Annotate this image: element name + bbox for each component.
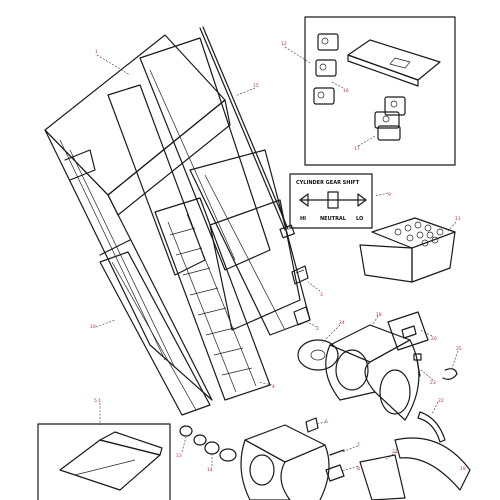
lower-housing (240, 424, 330, 500)
callout-16: 16 (343, 88, 349, 94)
bolt-23 (413, 353, 422, 377)
decal-hi: HI (300, 216, 306, 222)
part-8 (325, 464, 345, 482)
decal-title: CYLINDER GEAR SHIFT (296, 180, 360, 186)
callout-10: 10 (90, 324, 96, 330)
callout-20: 20 (431, 336, 437, 342)
callout-3: 3 (320, 292, 323, 298)
callout-21: 21 (392, 449, 398, 455)
outer-trough-panel (44, 34, 231, 401)
callout-8: 8 (357, 466, 360, 472)
gear-shift-decal: CYLINDER GEAR SHIFT HI NEUTRAL LO (289, 173, 373, 229)
callout-11: 11 (455, 216, 461, 222)
leader-lines (95, 46, 459, 472)
callout-22: 22 (438, 398, 444, 404)
callout-25: 25 (456, 346, 462, 352)
callout-5-1: 5.1 (94, 398, 101, 404)
part-6 (305, 417, 319, 433)
callout-12: 12 (281, 41, 287, 47)
band-22 (417, 411, 446, 443)
callout-9: 9 (388, 192, 391, 198)
callout-2: 2 (316, 326, 319, 332)
callout-15: 15 (253, 83, 259, 89)
chute-19 (394, 437, 471, 491)
callout-23: 23 (430, 380, 436, 386)
callout-1: 1 (95, 49, 98, 55)
callout-17: 17 (354, 146, 360, 152)
small-bracket-3 (291, 265, 309, 285)
ladder-floor (154, 197, 271, 401)
decal-neutral: NEUTRAL (320, 216, 347, 222)
drum-housing-18 (325, 324, 420, 421)
part-7 (329, 449, 345, 456)
callout-18: 18 (376, 312, 382, 318)
plate-20 (387, 311, 429, 351)
lower-long-panel (99, 251, 211, 416)
callout-24: 24 (339, 320, 345, 326)
callout-14: 14 (207, 467, 213, 473)
callout-13: 13 (176, 453, 182, 459)
inset-box-upper (304, 16, 456, 166)
bracket-12-icon (313, 33, 339, 105)
callout-6: 6 (325, 419, 328, 425)
small-bracket-2 (293, 306, 311, 326)
callout-labels: 1 12 15 16 17 9 11 3 10 2 24 18 20 25 23… (90, 41, 466, 473)
drive-flanges (179, 425, 237, 462)
bracket-17-icon (374, 96, 406, 141)
callout-19: 19 (460, 466, 466, 472)
flange-24 (297, 339, 339, 371)
cover-21 (359, 454, 406, 500)
decal-lo: LO (356, 216, 363, 222)
hopper-11 (359, 217, 456, 283)
clip-25 (442, 368, 458, 380)
shift-rod (199, 26, 295, 239)
callout-4: 4 (272, 384, 275, 390)
callout-7: 7 (357, 442, 360, 448)
inset-box-lower (37, 423, 171, 500)
